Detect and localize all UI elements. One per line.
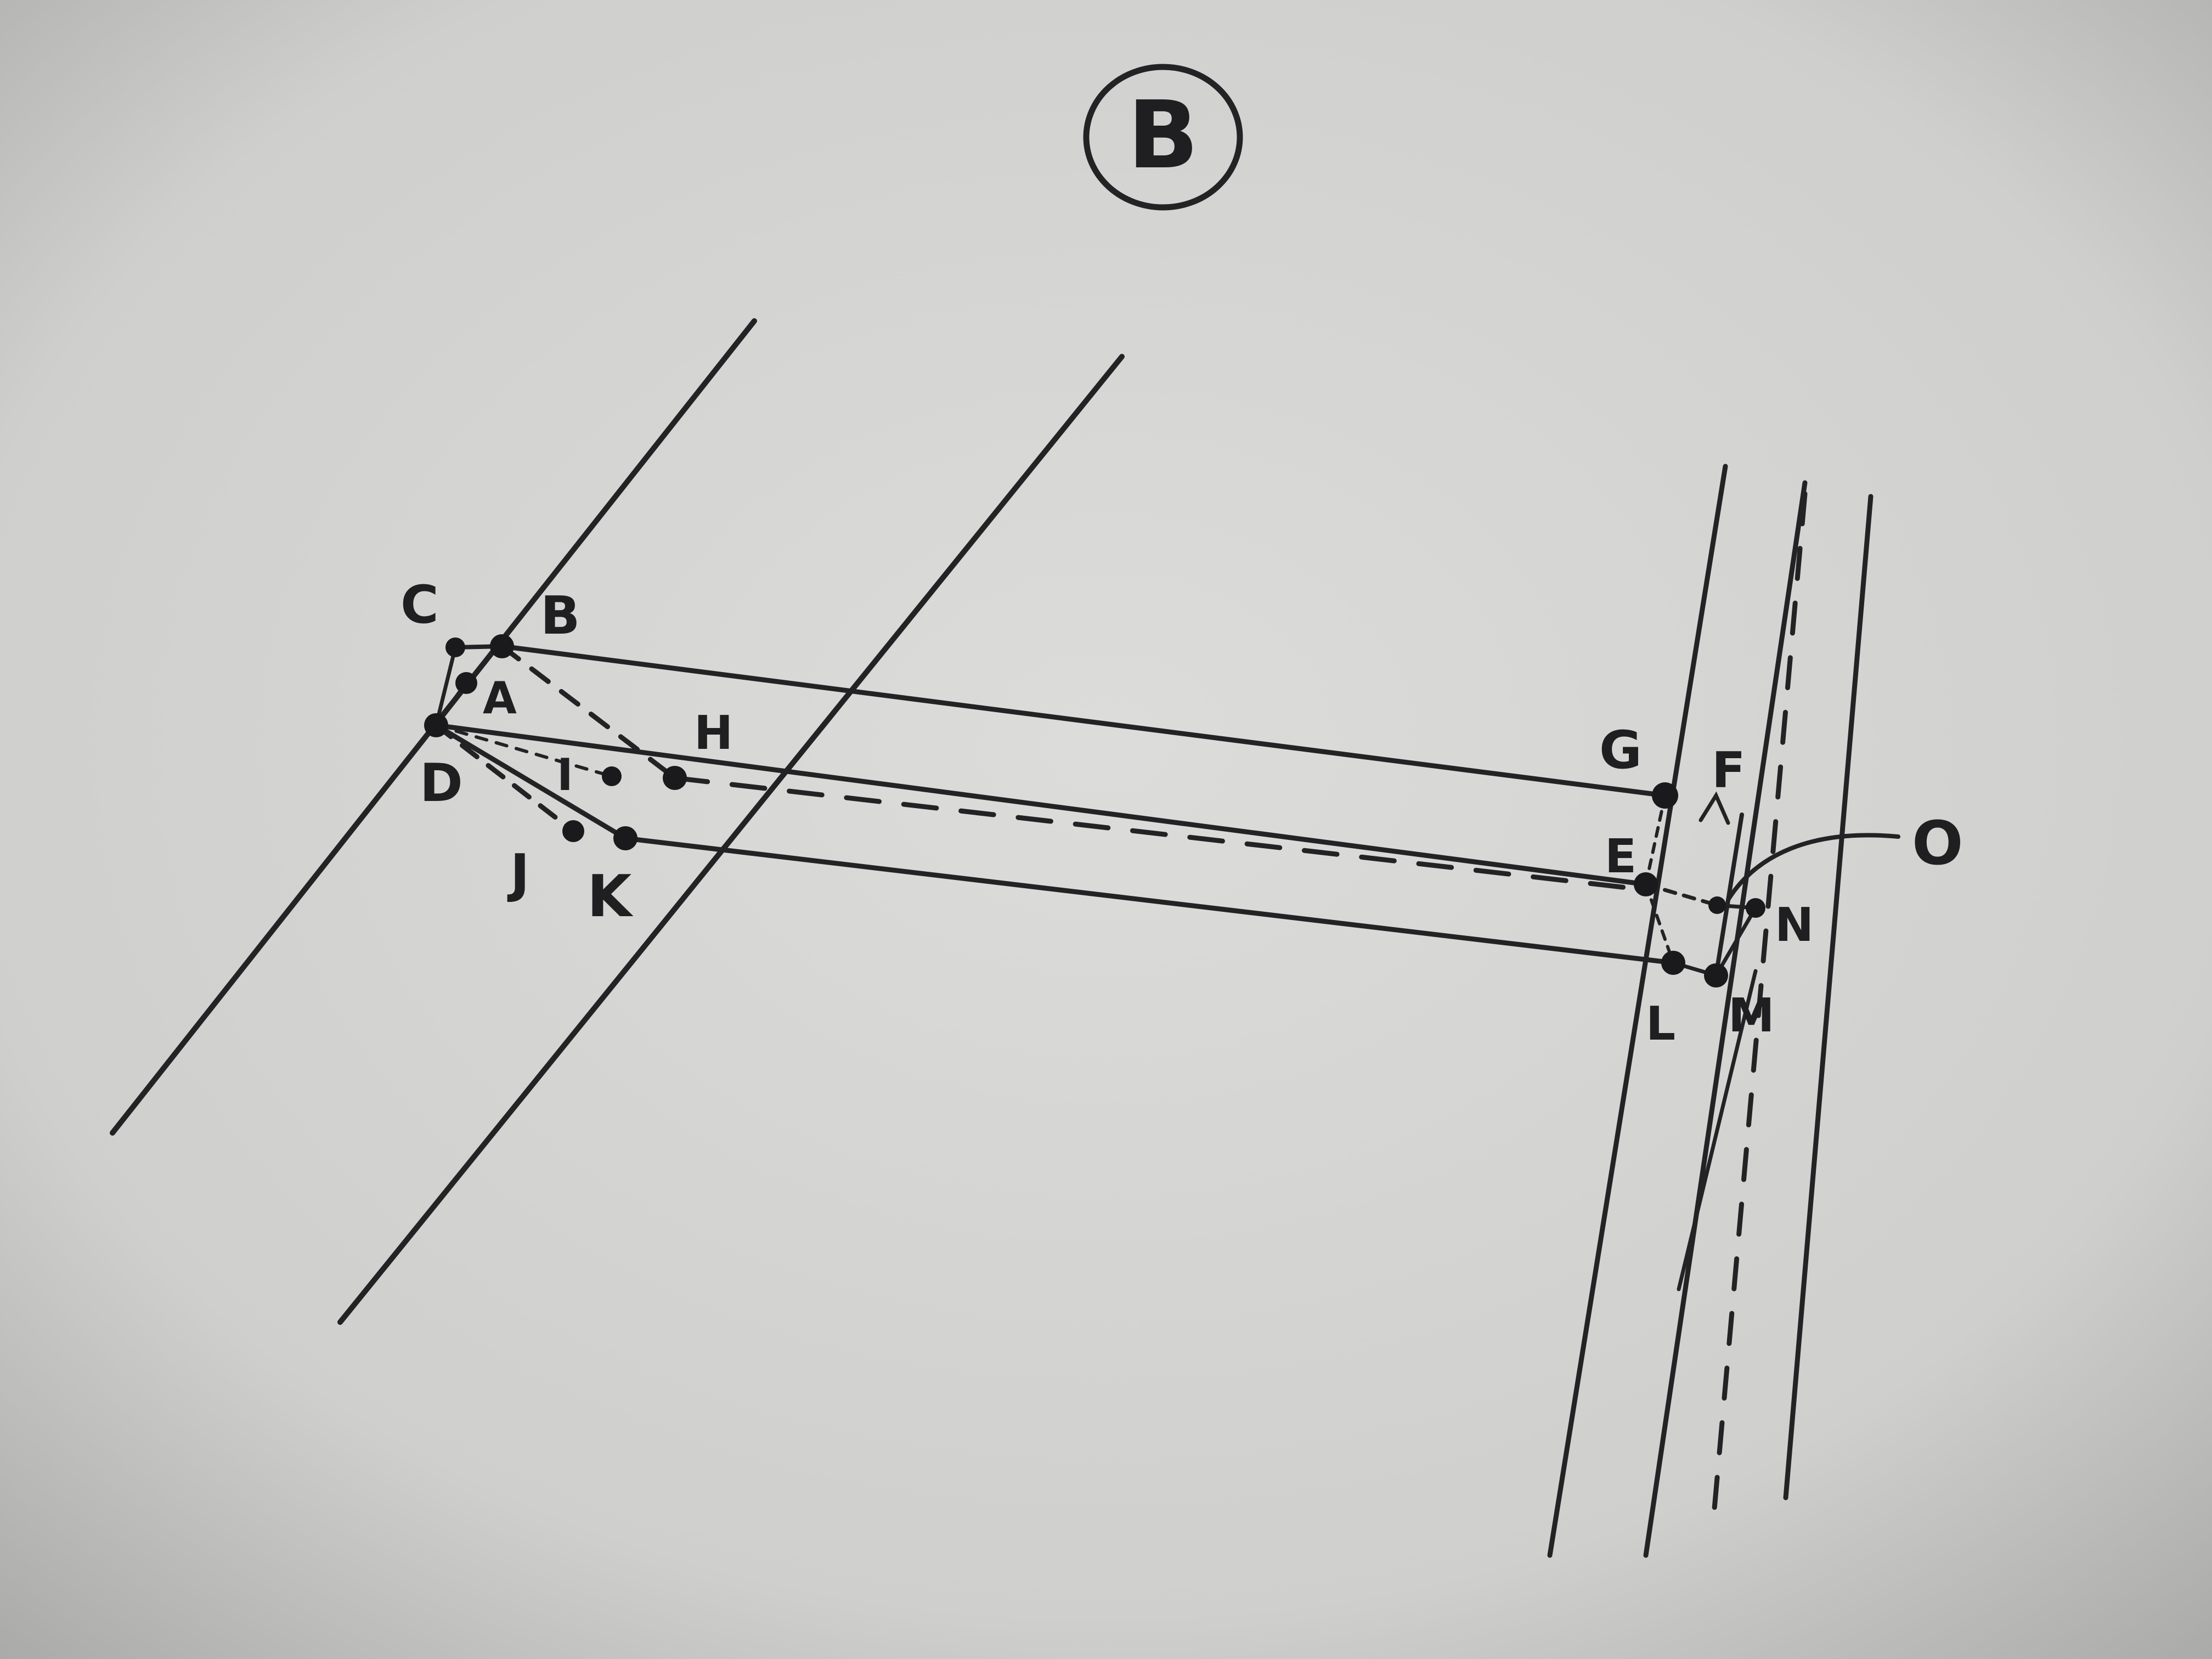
arrow-F bbox=[1699, 791, 1730, 825]
point-G bbox=[1652, 782, 1678, 809]
segment-KL bbox=[623, 836, 1676, 966]
dashed-H-E bbox=[672, 775, 1649, 893]
dashed-G-E bbox=[1644, 794, 1667, 886]
title-circle bbox=[1083, 64, 1243, 211]
label-A: A bbox=[483, 673, 517, 724]
label-D: D bbox=[420, 753, 463, 814]
label-K: K bbox=[587, 863, 634, 930]
right-road-dashed-line bbox=[1712, 491, 1808, 1511]
point-K bbox=[613, 826, 637, 850]
label-J: J bbox=[507, 844, 529, 904]
point-N bbox=[1746, 898, 1765, 918]
dashed-segments bbox=[433, 644, 1719, 964]
point-A bbox=[455, 672, 477, 694]
label-N: N bbox=[1775, 898, 1814, 952]
right-road bbox=[1547, 464, 1874, 1558]
label-L: L bbox=[1646, 997, 1675, 1051]
right-cluster bbox=[1671, 791, 1900, 978]
point-B bbox=[490, 634, 514, 658]
right-road-line-3 bbox=[1783, 494, 1874, 1500]
point-L bbox=[1661, 951, 1685, 975]
leader-line-O bbox=[1726, 833, 1900, 902]
segment-N-M bbox=[1714, 906, 1758, 978]
point-labels: C B A D H I J K G F E O N L M bbox=[400, 575, 1963, 1051]
segment-BG bbox=[499, 644, 1668, 798]
point-I bbox=[602, 766, 622, 786]
segment-DK bbox=[433, 723, 628, 841]
label-M: M bbox=[1728, 989, 1775, 1043]
points bbox=[424, 634, 1765, 988]
point-H bbox=[663, 766, 687, 790]
dashed-B-H bbox=[499, 644, 678, 781]
segment-DE bbox=[433, 723, 1649, 887]
point-D bbox=[424, 713, 448, 737]
dashed-E-O bbox=[1644, 882, 1719, 907]
point-C bbox=[445, 637, 465, 657]
label-B: B bbox=[540, 586, 580, 646]
dashed-D-I bbox=[435, 724, 613, 778]
point-J bbox=[562, 820, 584, 842]
right-road-line-2 bbox=[1643, 480, 1808, 1558]
label-C: C bbox=[400, 575, 439, 635]
label-O: O bbox=[1912, 808, 1963, 878]
point-E bbox=[1634, 872, 1658, 896]
right-road-line-4 bbox=[1677, 969, 1758, 1291]
dashed-E-L bbox=[1644, 883, 1675, 964]
point-O bbox=[1708, 896, 1726, 914]
label-I: I bbox=[557, 749, 573, 800]
connecting-segments bbox=[433, 644, 1676, 966]
label-E: E bbox=[1605, 830, 1637, 884]
point-M bbox=[1704, 963, 1728, 988]
label-G: G bbox=[1599, 720, 1642, 781]
segment-CD bbox=[434, 645, 458, 727]
right-road-line-1 bbox=[1547, 464, 1728, 1558]
label-H: H bbox=[694, 706, 733, 760]
label-F: F bbox=[1712, 742, 1745, 799]
dashed-D-J bbox=[433, 723, 576, 834]
title-badge: B bbox=[1083, 64, 1243, 211]
left-road-line-2 bbox=[337, 354, 1125, 1325]
title-text: B bbox=[1127, 81, 1199, 190]
